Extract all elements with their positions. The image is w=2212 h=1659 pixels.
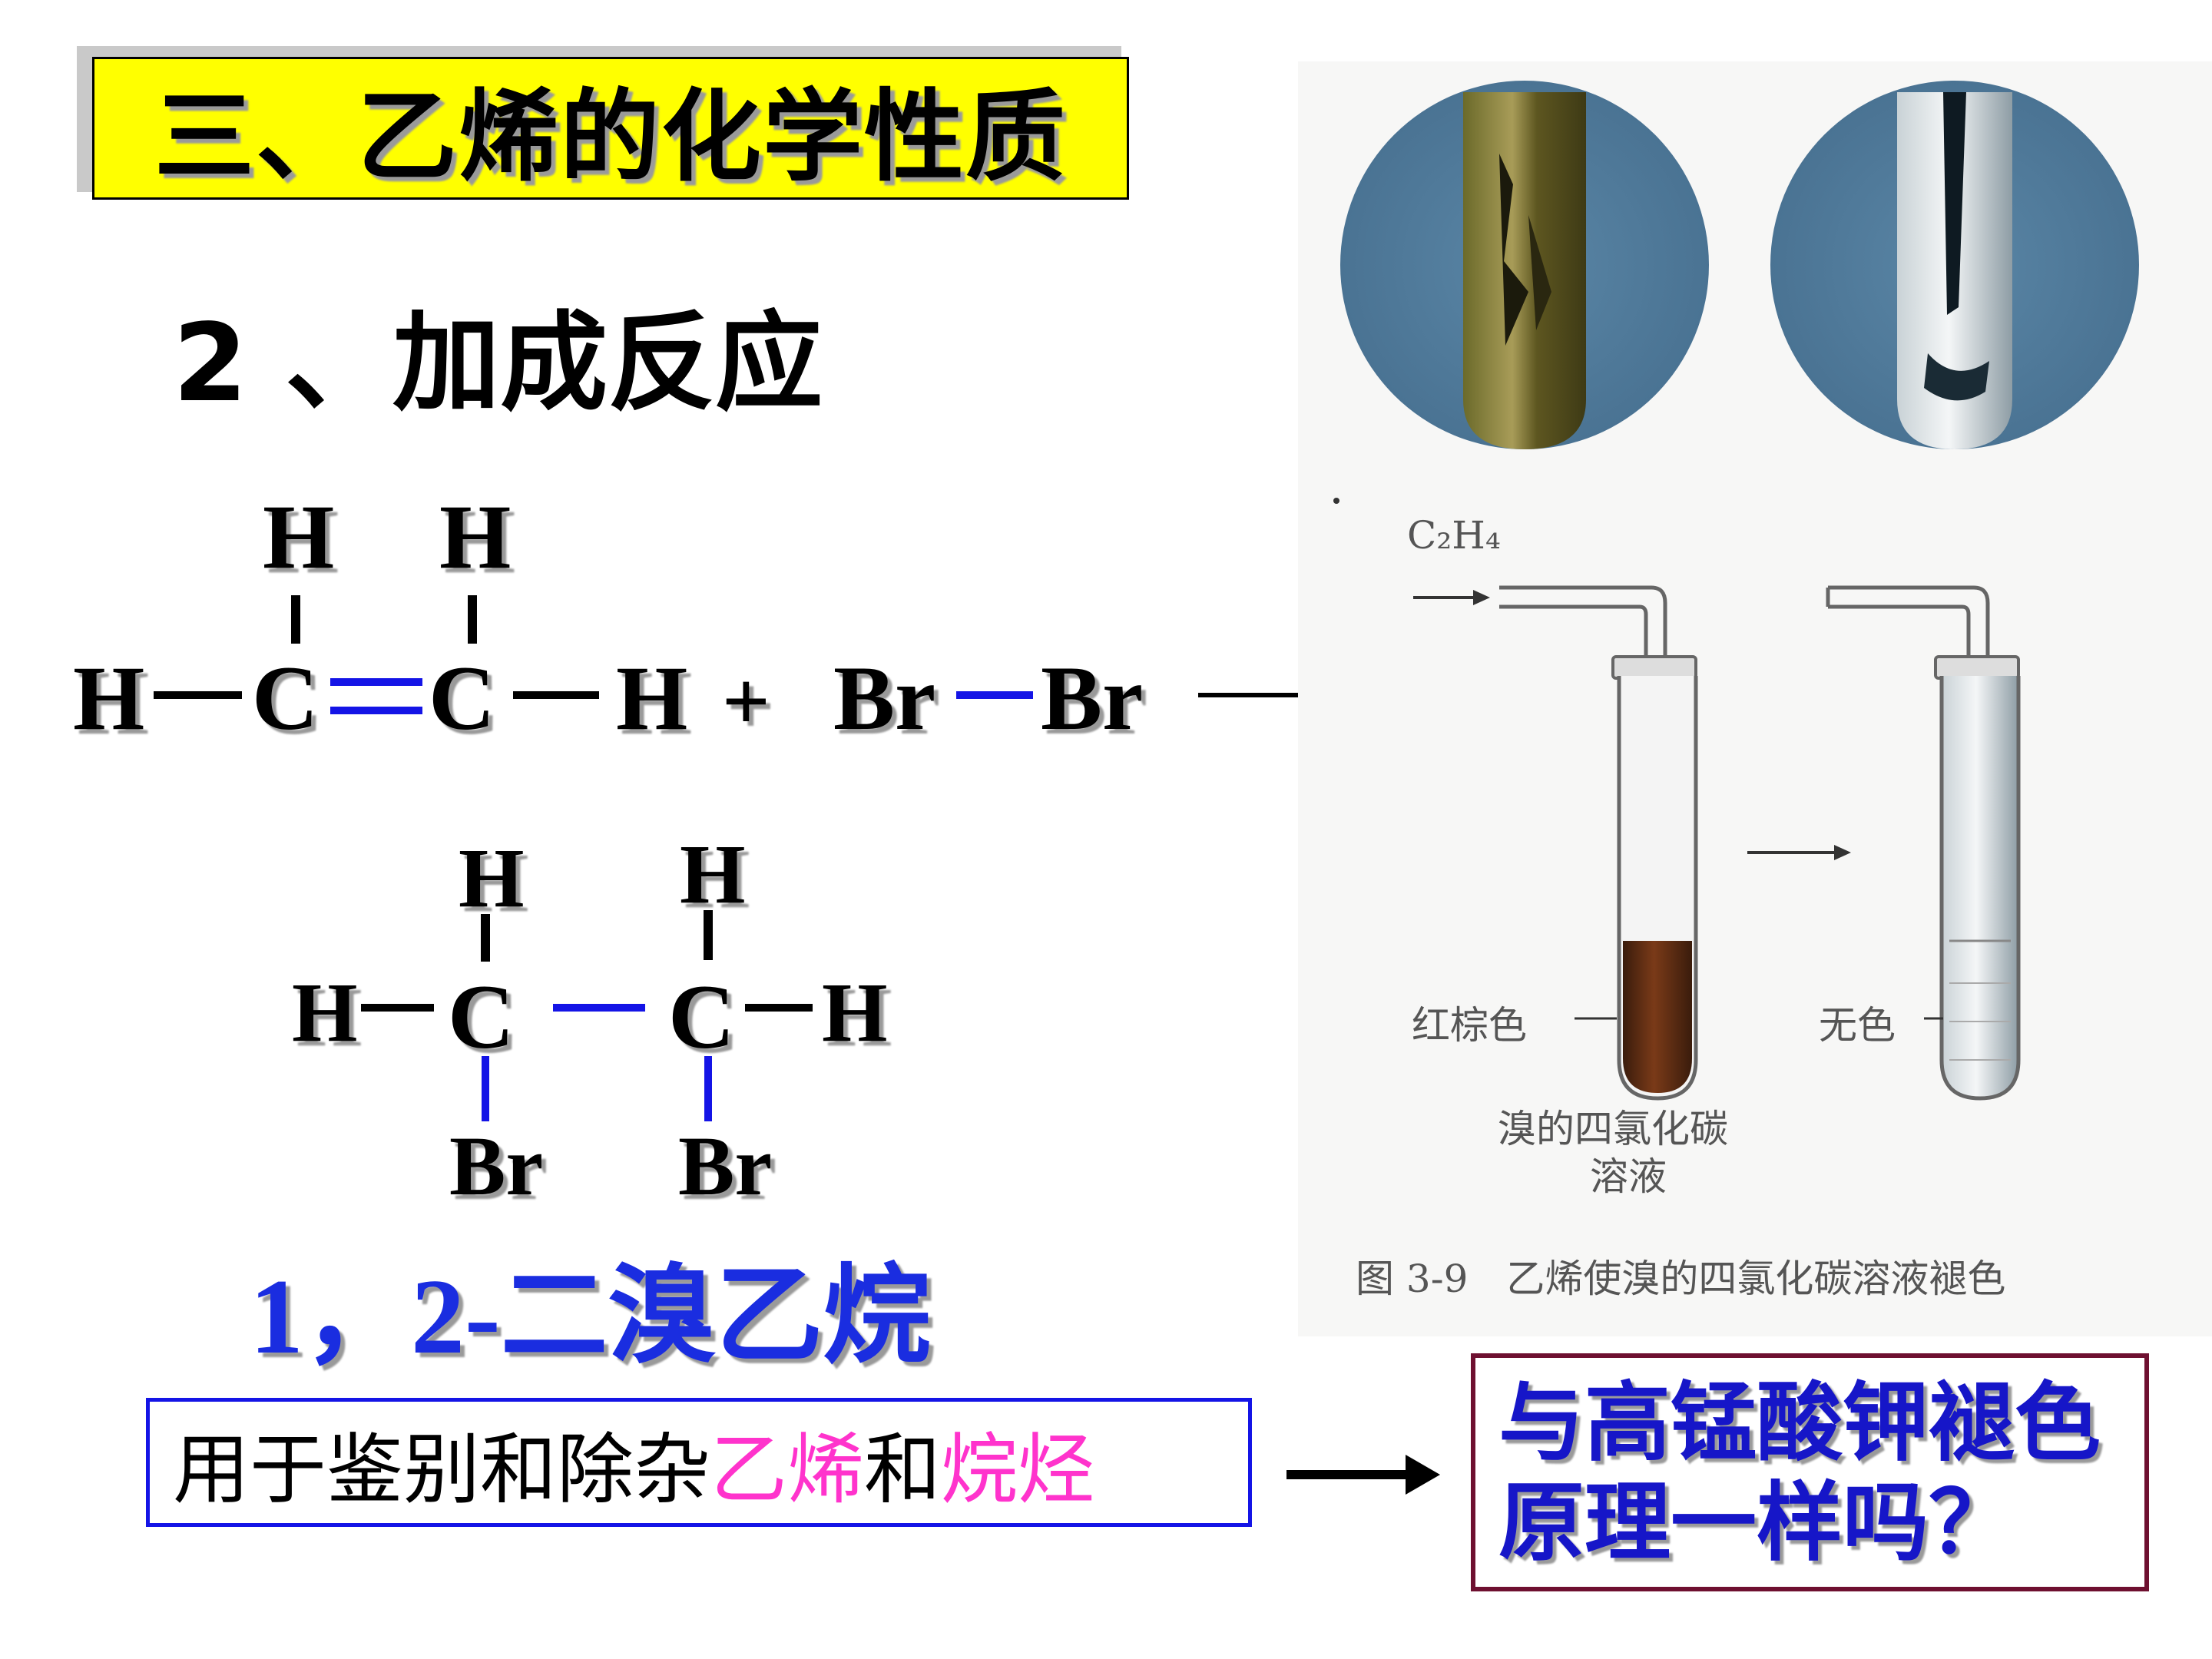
product-h-top-right: H <box>680 827 746 921</box>
product-h-right: H <box>822 965 888 1059</box>
use-note-box: 用于鉴别和除杂乙烯和烷烃 <box>146 1398 1252 1527</box>
atom-h-left: H <box>73 647 145 749</box>
atom-br-left: Br <box>833 647 936 749</box>
question-line-2: 原理一样吗？ <box>1498 1473 2015 1573</box>
section-heading: 2 、加成反应 <box>173 301 823 426</box>
product-br-left: Br <box>449 1119 544 1213</box>
reactant-equation: H H H C C H + Br Br <box>0 0 1352 768</box>
product-h-left: H <box>292 965 358 1059</box>
question-line-1: 与高锰酸钾褪色 <box>1498 1373 2101 1473</box>
question-box: 与高锰酸钾褪色 原理一样吗？ <box>1471 1353 2149 1591</box>
label-colorless: 无色 <box>1819 1003 1896 1048</box>
product-br-right: Br <box>678 1119 773 1213</box>
figure-caption: 图 3-9 乙烯使溴的四氯化碳溶液褪色 <box>1356 1257 2006 1301</box>
atom-br-right: Br <box>1041 647 1144 749</box>
use-note-ethylene: 乙烯 <box>710 1424 864 1515</box>
use-note-and: 和 <box>864 1424 941 1515</box>
tube-after <box>1826 585 2021 1101</box>
atom-h-top-right: H <box>439 485 512 588</box>
use-note-alkane: 烷烃 <box>941 1424 1094 1515</box>
product-structure: H H H C C H Br Br <box>0 0 1306 1306</box>
label-red-brown: 红棕色 <box>1412 1003 1527 1048</box>
photo-after <box>1770 81 2139 449</box>
atom-h-top-left: H <box>263 485 335 588</box>
product-c-left: C <box>448 965 515 1068</box>
product-h-top-left: H <box>459 831 525 925</box>
plus-sign: + <box>722 654 770 748</box>
reactant-bonds <box>154 595 1352 714</box>
title-box: 三、乙烯的化学性质 <box>92 57 1129 200</box>
figure-illustration <box>1333 81 2139 1101</box>
atom-c-left: C <box>252 647 319 749</box>
product-bonds <box>361 910 813 1121</box>
photo-before <box>1340 81 1709 449</box>
note-arrow <box>1286 1455 1440 1495</box>
atom-h-right: H <box>616 647 688 749</box>
page-title: 三、乙烯的化学性质 <box>154 78 1067 195</box>
tube-before <box>1499 585 1698 1101</box>
gas-label: C₂H₄ <box>1407 513 1501 558</box>
label-solution-line-1: 溴的四氯化碳 <box>1498 1107 1728 1151</box>
use-note-text: 用于鉴别和除杂 <box>173 1424 710 1515</box>
atom-c-right: C <box>429 647 495 749</box>
product-c-right: C <box>668 965 735 1068</box>
label-solution-line-2: 溶液 <box>1590 1154 1667 1199</box>
product-name: 1，2-二溴乙烷 <box>250 1257 931 1376</box>
